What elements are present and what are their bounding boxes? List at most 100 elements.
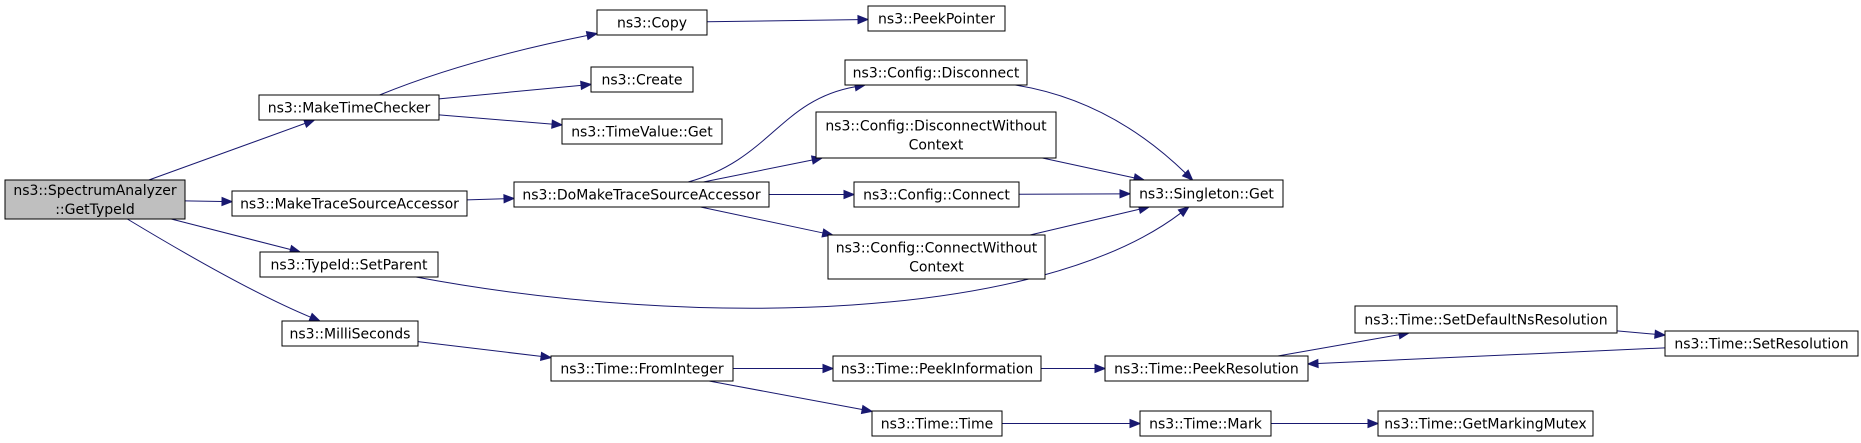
arrowhead-icon: [1119, 189, 1132, 199]
edge-line: [415, 212, 1182, 309]
node-label: ns3::MakeTimeChecker: [268, 101, 431, 117]
edge-config-connect-without-context-to-singleton-get: [1029, 204, 1151, 236]
node-label: ns3::PeekPointer: [878, 12, 995, 28]
node-box: [513, 181, 770, 208]
edge-do-make-trace-source-accessor-to-config-connect-without-context: [700, 206, 834, 238]
node-time-get-marking-mutex[interactable]: ns3::Time::GetMarkingMutex: [1377, 410, 1594, 437]
node-time-from-integer[interactable]: ns3::Time::FromInteger: [550, 355, 734, 382]
node-box: [258, 94, 440, 121]
edge-line: [438, 84, 582, 100]
edge-time-peek-resolution-to-time-set-default-ns-resolution: [1277, 330, 1411, 357]
node-make-time-checker[interactable]: ns3::MakeTimeChecker: [258, 94, 440, 121]
node-milliseconds[interactable]: ns3::MilliSeconds: [281, 320, 419, 347]
edge-line: [127, 218, 311, 318]
edge-set-parent-to-singleton-get: [415, 206, 1190, 309]
arrowhead-icon: [857, 14, 870, 25]
edge-line: [703, 159, 813, 183]
node-config-disconnect[interactable]: ns3::Config::Disconnect: [844, 59, 1028, 86]
edge-line: [708, 380, 863, 411]
edge-config-disconnect-without-context-to-singleton-get: [1042, 157, 1146, 183]
node-label: ns3::Time::SetDefaultNsResolution: [1364, 313, 1607, 329]
edge-line: [706, 19, 859, 23]
node-box: [867, 5, 1006, 32]
edge-root-to-make-time-checker: [148, 119, 316, 181]
edge-make-time-checker-to-copy: [379, 30, 599, 96]
node-box: [1129, 179, 1284, 208]
node-label: ns3::MilliSeconds: [290, 327, 411, 343]
edge-make-trace-source-accessor-to-do-make-trace-source-accessor: [466, 194, 516, 204]
node-box: [1377, 410, 1594, 437]
node-do-make-trace-source-accessor[interactable]: ns3::DoMakeTraceSourceAccessor: [513, 181, 770, 208]
edge-milliseconds-to-time-from-integer: [417, 341, 553, 362]
node-copy[interactable]: ns3::Copy: [596, 9, 708, 36]
edge-line: [379, 35, 588, 96]
node-box: [815, 111, 1057, 159]
node-box: [231, 190, 468, 217]
edge-line: [171, 218, 291, 251]
node-box: [1354, 305, 1618, 334]
edge-make-time-checker-to-create: [438, 80, 593, 100]
edge-time-time-to-time-mark: [1002, 418, 1142, 429]
edge-do-make-trace-source-accessor-to-config-connect: [769, 189, 856, 200]
node-label: ns3::Config::ConnectWithout: [836, 241, 1038, 257]
edge-config-connect-to-singleton-get: [1018, 189, 1132, 199]
node-box: [1664, 330, 1859, 357]
node-box: [259, 251, 439, 278]
nodes-layer: ns3::SpectrumAnalyzer::GetTypeId ns3::Mak…: [4, 5, 1859, 437]
node-label: Context: [909, 260, 964, 276]
node-label: ns3::Time::Mark: [1149, 417, 1263, 433]
edge-time-mark-to-time-get-marking-mutex: [1271, 418, 1380, 429]
node-set-parent[interactable]: ns3::TypeId::SetParent: [259, 251, 439, 278]
arrowhead-icon: [585, 30, 599, 41]
edge-line: [1042, 157, 1135, 179]
node-box: [596, 9, 708, 36]
edge-line: [417, 341, 542, 357]
node-box: [1139, 410, 1272, 437]
node-timevalue-get[interactable]: ns3::TimeValue::Get: [561, 118, 723, 145]
node-label: ::GetTypeId: [55, 202, 135, 218]
node-box: [827, 234, 1046, 280]
edge-line: [1029, 208, 1140, 236]
node-time-time[interactable]: ns3::Time::Time: [871, 410, 1003, 437]
edge-time-peek-information-to-time-peek-resolution: [1041, 363, 1107, 374]
edge-line: [1277, 334, 1400, 357]
node-box: [281, 320, 419, 347]
node-singleton-get[interactable]: ns3::Singleton::Get: [1129, 179, 1284, 208]
edge-line: [687, 86, 856, 183]
node-peek-pointer[interactable]: ns3::PeekPointer: [867, 5, 1006, 32]
node-time-set-resolution[interactable]: ns3::Time::SetResolution: [1664, 330, 1859, 357]
edge-line: [1015, 84, 1186, 174]
arrowhead-icon: [580, 80, 593, 91]
arrowhead-icon: [1129, 418, 1142, 429]
node-box: [853, 181, 1020, 208]
edge-line: [438, 114, 553, 125]
node-box: [1104, 355, 1309, 382]
node-label: ns3::Time::Time: [881, 417, 993, 433]
node-label: ns3::Time::SetResolution: [1674, 337, 1848, 353]
node-label: ns3::Config::Connect: [863, 188, 1010, 204]
node-time-peek-information[interactable]: ns3::Time::PeekInformation: [832, 355, 1042, 382]
node-label: ns3::Config::DisconnectWithout: [825, 119, 1047, 135]
edge-time-from-integer-to-time-peek-information: [733, 363, 835, 374]
arrowhead-icon: [1367, 418, 1380, 429]
node-label: ns3::TypeId::SetParent: [271, 258, 428, 274]
node-label: ns3::Time::PeekInformation: [841, 362, 1034, 378]
node-create[interactable]: ns3::Create: [590, 66, 694, 93]
node-box: [844, 59, 1028, 86]
node-config-connect[interactable]: ns3::Config::Connect: [853, 181, 1020, 208]
node-label: ns3::Create: [601, 73, 682, 89]
node-box: [832, 355, 1042, 382]
node-time-set-default-ns-resolution[interactable]: ns3::Time::SetDefaultNsResolution: [1354, 305, 1618, 334]
node-make-trace-source-accessor[interactable]: ns3::MakeTraceSourceAccessor: [231, 190, 468, 217]
node-root: ns3::SpectrumAnalyzer::GetTypeId: [4, 179, 186, 220]
arrowhead-icon: [551, 119, 564, 129]
edge-time-set-resolution-to-time-peek-resolution: [1306, 347, 1666, 369]
node-time-mark[interactable]: ns3::Time::Mark: [1139, 410, 1272, 437]
node-time-peek-resolution[interactable]: ns3::Time::PeekResolution: [1104, 355, 1309, 382]
edge-root-to-make-trace-source-accessor: [184, 196, 234, 207]
edge-root-to-milliseconds: [127, 218, 322, 322]
arrowhead-icon: [1177, 206, 1190, 218]
